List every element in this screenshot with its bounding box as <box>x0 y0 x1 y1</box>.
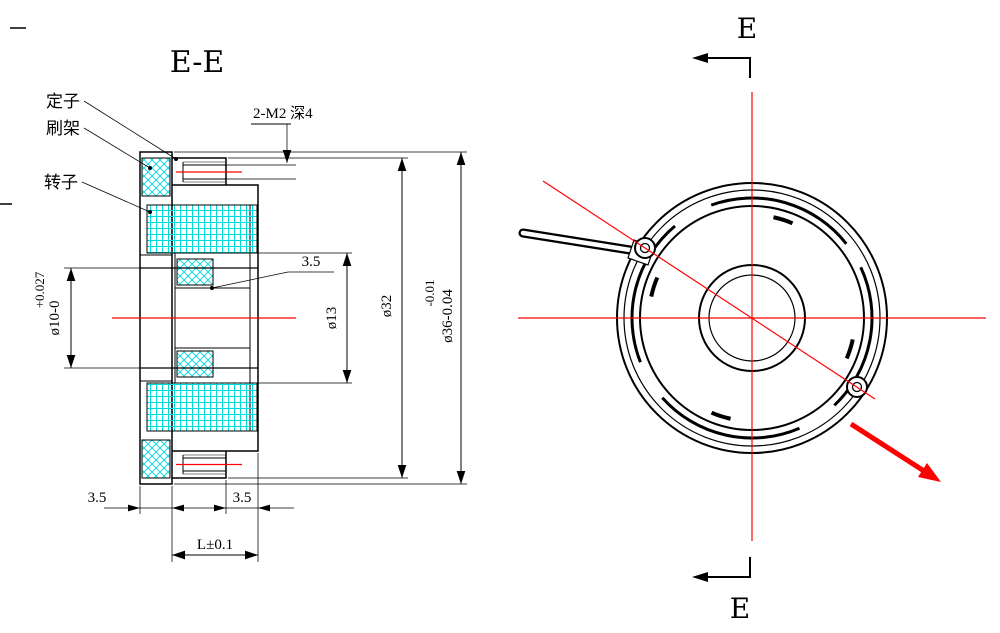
label-stator: 定子 <box>46 92 80 111</box>
dim-od-tolerance-text: -0.01 <box>422 279 437 306</box>
dim-shoulder-text: 3.5 <box>302 254 321 270</box>
dim-d13-text: ø13 <box>324 307 340 330</box>
brush-holder-hatch-top <box>141 157 171 197</box>
dim-od-text: ø36-0.04 <box>440 289 456 343</box>
dim-boss-offset-text: 3.5 <box>233 490 252 506</box>
label-brush-holder: 刷架 <box>46 119 80 138</box>
section-arrow-bottom <box>692 572 708 582</box>
brush-axis-diagonal <box>542 180 876 400</box>
threaded-hole-bottom <box>182 454 226 475</box>
snap-ring <box>630 196 874 440</box>
dim-d32-text: ø32 <box>379 295 395 318</box>
extension-lines <box>64 151 467 562</box>
winding-block-bottom <box>146 382 258 432</box>
dim-thread-callout-text: 2-M2 深4 <box>253 105 313 122</box>
rotation-arrow-shaft <box>849 421 926 474</box>
section-letter-bottom: E <box>730 592 750 625</box>
shoulder-leader-dot <box>210 286 214 290</box>
part-label-leaders <box>81 100 178 214</box>
dim-bore-tolerance-text: +0.027 <box>32 271 47 308</box>
dim-bore-text: ø10-0 <box>47 301 63 336</box>
centerlines <box>112 92 986 541</box>
left-section-view: E-E <box>32 45 467 562</box>
rotor-block-bottom <box>176 350 214 378</box>
top-boss-outline <box>172 157 227 185</box>
section-letter-top: E <box>737 12 757 45</box>
winding-block-top <box>146 204 258 254</box>
dim-flange-width-text: 3.5 <box>88 490 107 506</box>
face-slots <box>647 213 857 423</box>
shoulder-leader <box>211 271 334 289</box>
section-arrow-top <box>692 53 708 63</box>
rotation-arrow-head <box>918 463 941 482</box>
section-marker-bottom <box>692 557 751 582</box>
section-marker-top <box>692 53 751 78</box>
rotor-block-top <box>176 258 214 286</box>
label-rotor: 转子 <box>44 173 78 192</box>
bottom-boss-outline <box>172 451 227 479</box>
frame-ticks <box>0 27 26 205</box>
dim-body-length-text: L±0.1 <box>197 537 233 553</box>
brush-holder-hatch-bottom <box>141 439 171 479</box>
section-view-title: E-E <box>170 45 225 80</box>
bearing-seat-lines <box>140 254 172 382</box>
